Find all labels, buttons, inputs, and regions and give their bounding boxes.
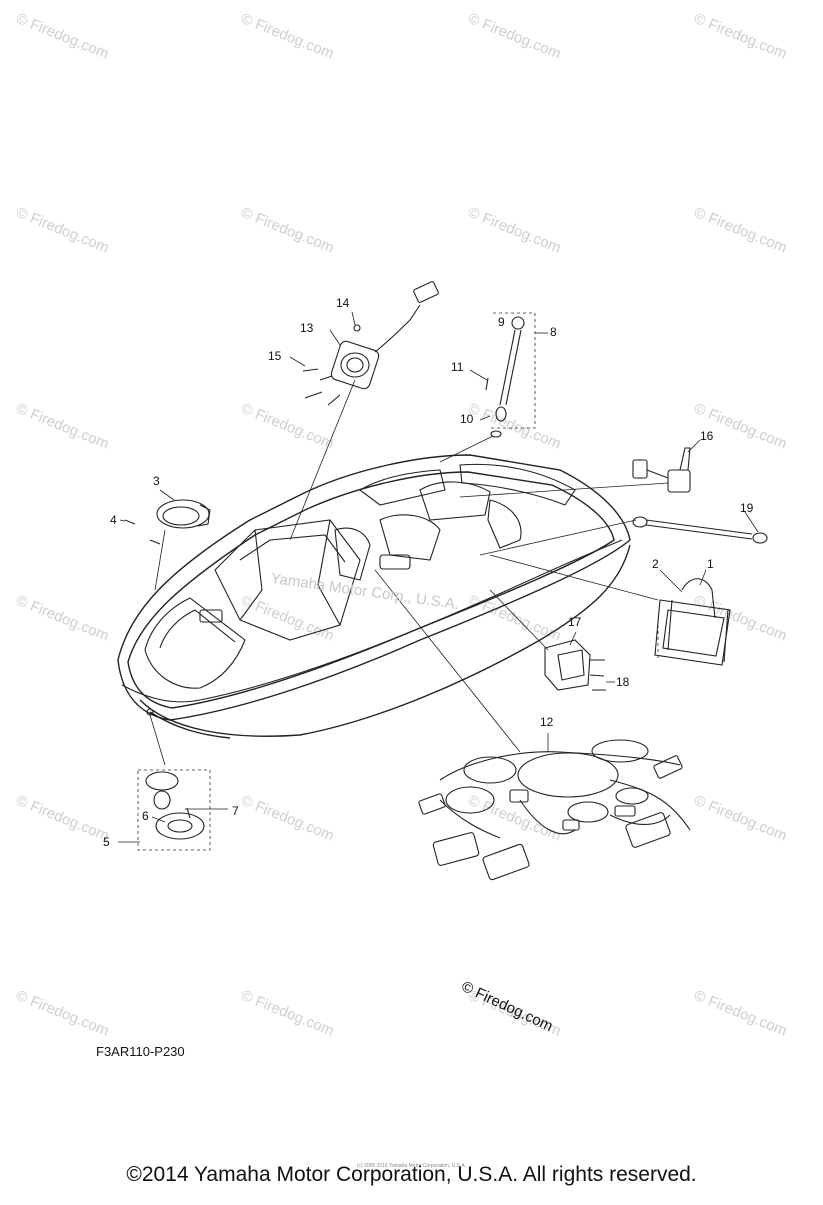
watermark-2-2: © Firedog.com: [466, 400, 564, 453]
callout-4: 4: [110, 513, 117, 527]
callout-19: 19: [740, 501, 754, 515]
callout-13: 13: [300, 321, 314, 335]
callout-14: 14: [336, 296, 350, 310]
watermark-layer: © Firedog.com © Firedog.com © Firedog.com ©…: [14, 10, 790, 1040]
callout-7: 7: [232, 804, 239, 818]
callout-17: 17: [568, 615, 582, 629]
watermark-1-0: © Firedog.com: [14, 204, 112, 257]
watermark-2-1: © Firedog.com: [239, 400, 337, 453]
callout-1: 1: [707, 557, 714, 571]
watermark-3-2: © Firedog.com: [466, 592, 564, 645]
watermark-4-3: © Firedog.com: [692, 792, 790, 845]
watermark-5-0: © Firedog.com: [14, 987, 112, 1040]
watermark-0-2: © Firedog.com: [466, 10, 564, 63]
watermark-3-1: © Firedog.com: [239, 592, 337, 645]
watermark-3-0: © Firedog.com: [14, 592, 112, 645]
speaker-flange-assembly: [302, 281, 439, 406]
boat-hull: [117, 454, 631, 739]
callout-9: 9: [498, 315, 505, 329]
callout-3: 3: [153, 474, 160, 488]
speaker-part-3: [124, 499, 211, 545]
tiny-copyright: (c) 2005 2016 Yamaha Motor Corporation, …: [356, 1163, 467, 1169]
wire-harness-part-12: [418, 739, 691, 881]
callout-18: 18: [616, 675, 630, 689]
watermark-5-3: © Firedog.com: [692, 987, 790, 1040]
drain-part-5: [137, 769, 211, 851]
sensor-part-16: [632, 447, 691, 493]
watermark-4-0: © Firedog.com: [14, 792, 112, 845]
leader-lines: [118, 311, 759, 843]
watermark-5-1: © Firedog.com: [239, 987, 337, 1040]
watermark-0-0: © Firedog.com: [14, 10, 112, 63]
copyright-notice: ©2014 Yamaha Motor Corporation, U.S.A. A…: [126, 1163, 697, 1186]
callout-12: 12: [540, 715, 554, 729]
watermark-3-3: © Firedog.com: [692, 592, 790, 645]
watermark-0-1: © Firedog.com: [239, 10, 337, 63]
watermark-4-2: © Firedog.com: [466, 792, 564, 845]
callout-16: 16: [700, 429, 714, 443]
rod-part-19: [632, 516, 768, 544]
callout-2: 2: [652, 557, 659, 571]
callout-5: 5: [103, 835, 110, 849]
drawing-code: F3AR110-P230: [96, 1044, 185, 1059]
watermark-2-0: © Firedog.com: [14, 400, 112, 453]
callout-11: 11: [451, 360, 464, 374]
watermark-1-3: © Firedog.com: [692, 204, 790, 257]
callout-15: 15: [268, 349, 282, 363]
switch-part-17: [544, 639, 606, 691]
watermark-2-3: © Firedog.com: [692, 400, 790, 453]
watermark-4-1: © Firedog.com: [239, 792, 337, 845]
callout-6: 6: [142, 809, 149, 823]
bracket-part-1: [654, 578, 731, 666]
watermark-1-1: © Firedog.com: [239, 204, 337, 257]
callout-10: 10: [460, 412, 474, 426]
watermark-0-3: © Firedog.com: [692, 10, 790, 63]
pole-assembly: [485, 312, 536, 438]
callout-8: 8: [550, 325, 557, 339]
watermark-1-2: © Firedog.com: [466, 204, 564, 257]
